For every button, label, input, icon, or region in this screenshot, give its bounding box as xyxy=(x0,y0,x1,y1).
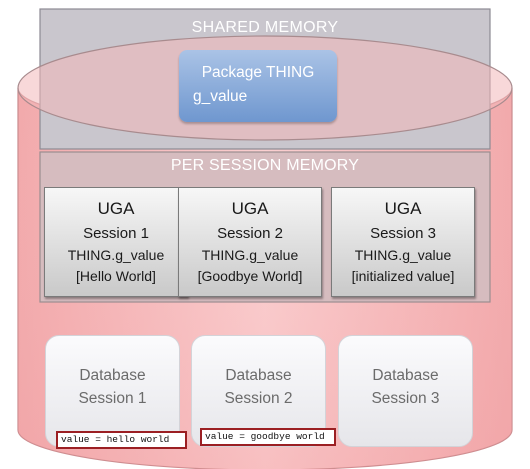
uga-variable: THING.g_value xyxy=(354,247,452,263)
code-snippet-session-1: value = hello world xyxy=(56,431,187,449)
uga-value: [Hello World] xyxy=(76,268,156,284)
database-label: Database xyxy=(79,367,146,384)
per-session-memory-title: PER SESSION MEMORY xyxy=(170,157,360,174)
database-session-label: Session 3 xyxy=(371,390,440,407)
uga-variable: THING.g_value xyxy=(67,247,165,263)
package-name: Package THING xyxy=(201,64,315,81)
code-snippet-session-2: value = goodbye world xyxy=(200,428,336,446)
database-label: Database xyxy=(372,367,439,384)
uga-box-session-1: UGA Session 1 THING.g_value [Hello World… xyxy=(44,187,188,297)
package-variable: g_value xyxy=(193,88,248,105)
uga-variable: THING.g_value xyxy=(201,247,299,263)
database-session-3: Database Session 3 xyxy=(338,335,473,447)
database-session-1: Database Session 1 xyxy=(45,335,180,447)
uga-title: UGA xyxy=(231,199,269,218)
package-thing-box: Package THING g_value xyxy=(179,50,337,122)
uga-value: [Goodbye World] xyxy=(197,268,303,284)
database-session-label: Session 1 xyxy=(78,390,147,407)
shared-memory-title: SHARED MEMORY xyxy=(191,19,339,36)
uga-title: UGA xyxy=(384,199,422,218)
database-session-label: Session 2 xyxy=(224,390,293,407)
uga-box-session-3: UGA Session 3 THING.g_value [initialized… xyxy=(331,187,475,297)
uga-box-session-2: UGA Session 2 THING.g_value [Goodbye Wor… xyxy=(178,187,322,297)
uga-title: UGA xyxy=(97,199,135,218)
uga-value: [initialized value] xyxy=(351,268,455,284)
uga-session: Session 2 xyxy=(217,225,283,242)
uga-session: Session 1 xyxy=(83,225,149,242)
uga-session: Session 3 xyxy=(370,225,436,242)
database-label: Database xyxy=(225,367,292,384)
